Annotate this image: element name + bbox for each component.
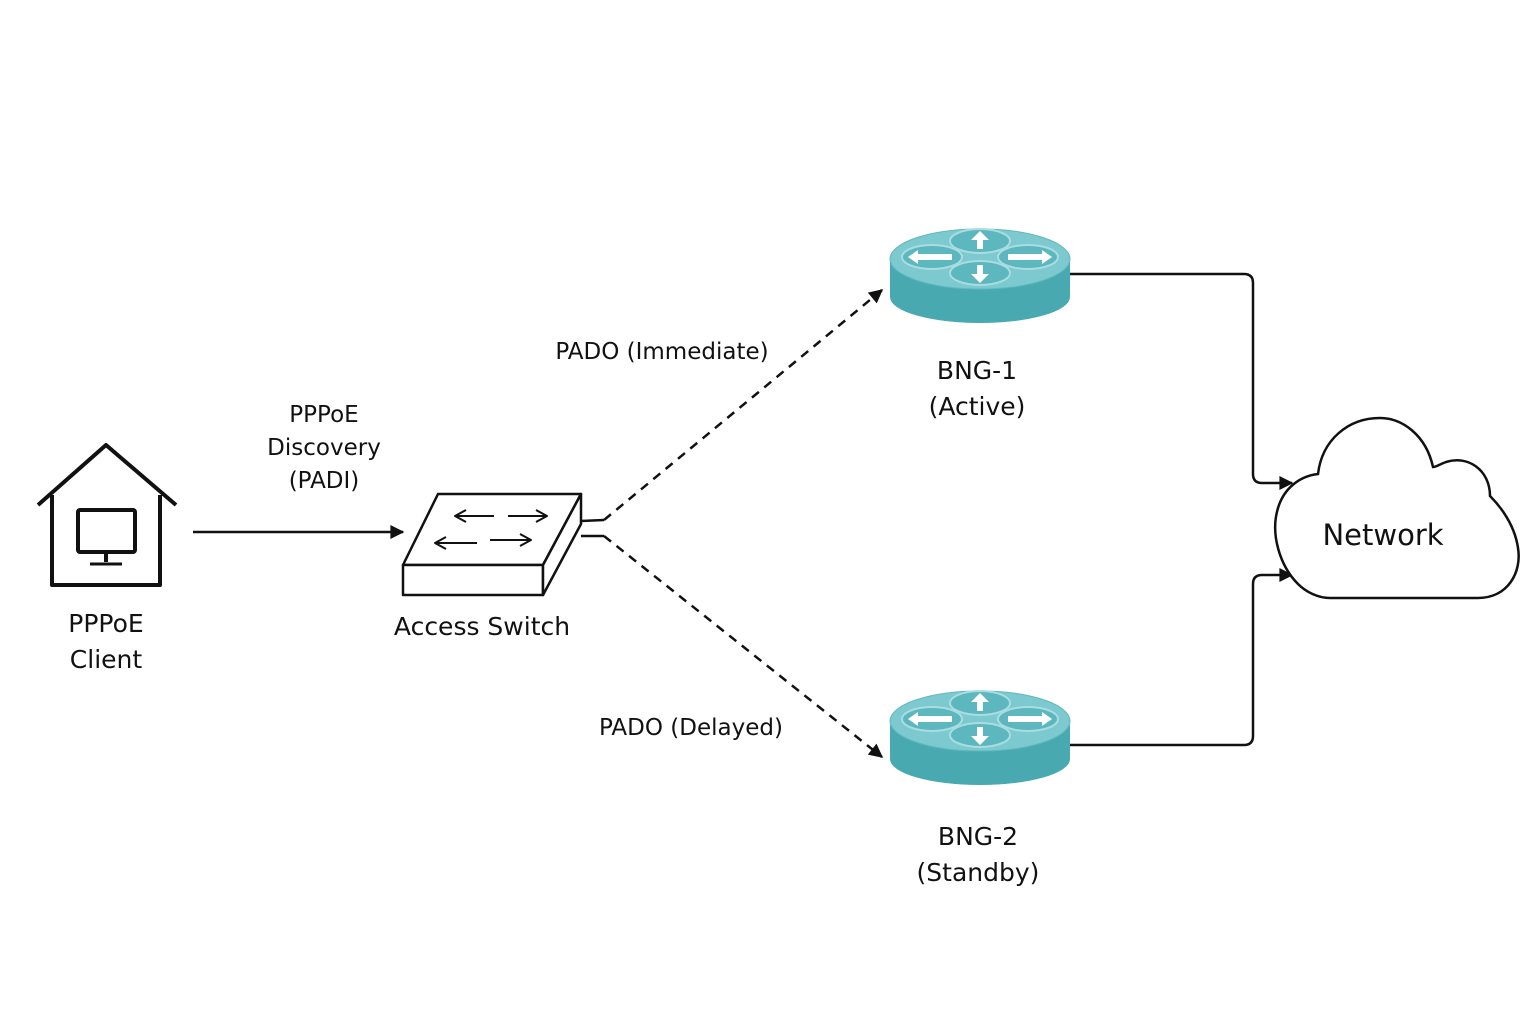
padi-label-line2: Discovery (267, 435, 381, 461)
bng2-label-line2: (Standby) (917, 858, 1040, 887)
bng2-uplink-arrow (1070, 568, 1294, 747)
network-label: Network (1322, 518, 1443, 552)
bng1-label-line1: BNG-1 (937, 356, 1017, 385)
bng2-router-icon (889, 690, 1071, 786)
pado-delayed-arrow (603, 535, 884, 758)
pado-delayed-label: PADO (Delayed) (599, 715, 783, 741)
pado-immediate-arrow (603, 289, 884, 521)
network-cloud-icon (1274, 416, 1520, 600)
access-switch-icon (401, 492, 605, 597)
client-label-line2: Client (70, 645, 143, 674)
bng1-uplink-arrow (1070, 272, 1294, 490)
padi-label-line1: PPPoE (289, 402, 358, 428)
padi-label-line3: (PADI) (289, 468, 360, 494)
bng1-router-icon (889, 228, 1071, 324)
client-label-line1: PPPoE (68, 609, 143, 638)
bng2-label-line1: BNG-2 (938, 822, 1018, 851)
bng1-label-line2: (Active) (929, 392, 1026, 421)
pado-immediate-label: PADO (Immediate) (555, 339, 768, 365)
pppoe-client-icon (36, 443, 178, 587)
access-switch-label: Access Switch (394, 612, 570, 641)
